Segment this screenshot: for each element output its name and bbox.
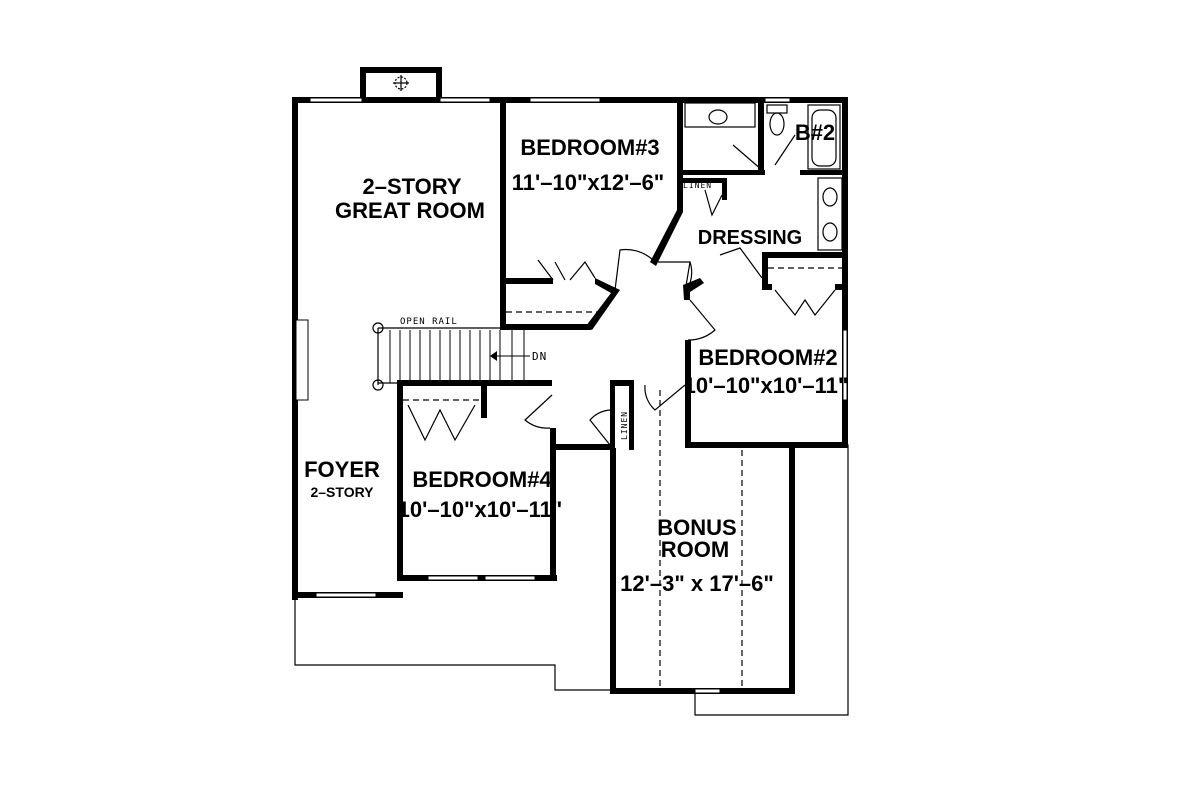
staircase — [372, 322, 530, 391]
bedroom4-size: 10'–10"x10'–11" — [398, 497, 563, 522]
walls — [292, 97, 848, 694]
bedroom4-name: BEDROOM#4 — [412, 467, 552, 492]
windows — [295, 97, 848, 694]
open-rail-label: OPEN RAIL — [400, 317, 458, 327]
bath2-label: B#2 — [795, 120, 835, 145]
closet-shelves — [403, 267, 842, 690]
foyer-label: FOYER — [304, 457, 380, 482]
doors[interactable] — [407, 134, 836, 446]
foyer-sublabel: 2–STORY — [310, 484, 374, 500]
bedroom2-size: 10'–10"x10'–11" — [684, 373, 849, 398]
bonus-room-size: 12'–3" x 17'–6" — [620, 571, 774, 596]
linen-upper-label: LINEN — [683, 181, 712, 190]
linen-lower-label: LINEN — [620, 411, 629, 440]
dressing-label: DRESSING — [698, 227, 802, 249]
arrow-left-icon — [490, 351, 497, 361]
bonus-room-label-2: ROOM — [661, 537, 729, 562]
down-label: DN — [532, 350, 547, 363]
bath-fixtures — [684, 102, 843, 251]
great-room-label: 2–STORY — [362, 174, 461, 199]
bedroom2-name: BEDROOM#2 — [698, 345, 837, 370]
bedroom3-name: BEDROOM#3 — [520, 135, 659, 160]
bedroom3-size: 11'–10"x12'–6" — [512, 170, 664, 195]
bonus-room-label: BONUS — [657, 515, 736, 540]
great-room-label-2: GREAT ROOM — [335, 198, 485, 223]
